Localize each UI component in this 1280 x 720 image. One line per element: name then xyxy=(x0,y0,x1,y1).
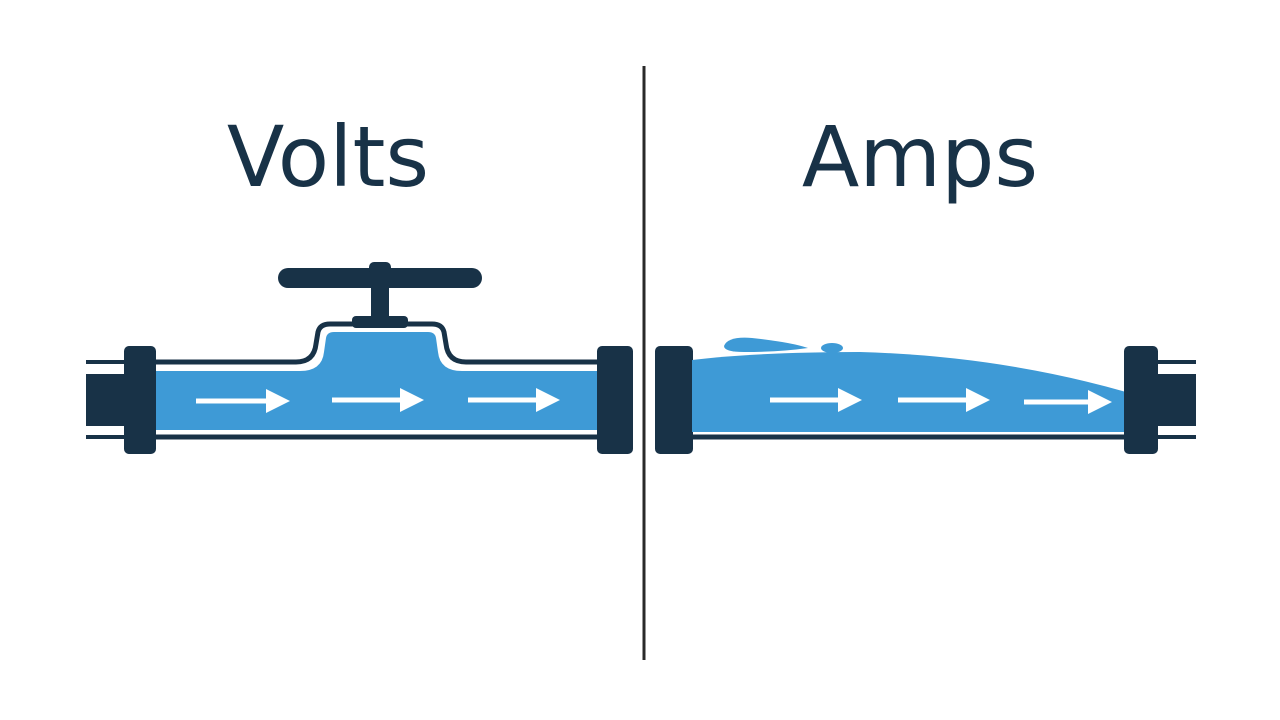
left-pipe-end xyxy=(86,374,126,426)
volts-title: Volts xyxy=(227,108,429,206)
right-pipe-end xyxy=(1156,374,1196,426)
arrow-right-icon xyxy=(468,388,560,412)
amps-water xyxy=(692,352,1126,432)
arrow-right-icon xyxy=(332,388,424,412)
amps-right-flange xyxy=(1124,346,1158,454)
arrow-right-icon xyxy=(898,388,990,412)
volts-pipe-with-valve xyxy=(86,262,633,454)
amps-title: Amps xyxy=(802,108,1038,206)
amps-pipe xyxy=(655,337,1196,454)
amps-left-flange xyxy=(655,346,693,454)
volts-left-flange xyxy=(124,346,156,454)
valve-icon xyxy=(278,262,482,328)
amps-splash xyxy=(724,337,808,352)
arrow-right-icon xyxy=(196,389,290,413)
volts-water xyxy=(152,332,598,430)
arrow-right-icon xyxy=(1024,390,1112,414)
arrow-right-icon xyxy=(770,388,862,412)
amps-droplet xyxy=(821,343,843,353)
volts-right-flange xyxy=(597,346,633,454)
